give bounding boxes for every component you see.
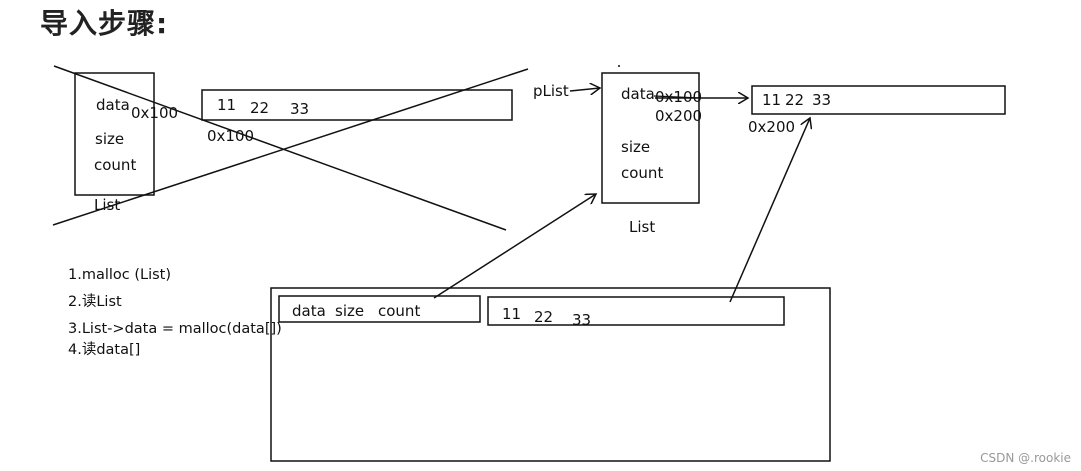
right-old-addr: 0x100	[655, 88, 703, 106]
file-values-box	[487, 296, 785, 326]
page-title: 导入步骤:	[40, 7, 169, 40]
left-struct-box	[74, 72, 155, 196]
pList-label: pList	[533, 82, 569, 100]
right-array-box	[751, 85, 1006, 115]
file-header-size: size	[335, 302, 365, 320]
watermark: CSDN @.rookie	[980, 451, 1071, 465]
file-value: 11	[502, 305, 522, 323]
right-struct-label: List	[629, 218, 656, 236]
step-item: 4.读data[]	[68, 342, 141, 358]
pList-arrow	[569, 88, 600, 91]
left-field-size: size	[95, 130, 125, 148]
left-array-value: 11	[217, 96, 237, 114]
dot-mark	[618, 65, 620, 67]
step-item: 2.读List	[68, 294, 122, 310]
left-field-data: data	[96, 96, 130, 114]
values-to-array-arrow	[729, 118, 810, 303]
right-field-count: count	[621, 164, 664, 182]
left-array-value: 33	[290, 100, 310, 118]
file-value: 33	[572, 311, 592, 329]
right-field-data: data	[621, 85, 655, 103]
right-new-addr: 0x200	[655, 107, 703, 125]
right-field-size: size	[621, 138, 651, 156]
left-struct-label: List	[94, 196, 121, 214]
left-field-count: count	[94, 156, 137, 174]
right-array-value: 33	[812, 91, 832, 109]
file-header-data: data	[292, 302, 326, 320]
file-header-count: count	[378, 302, 421, 320]
right-array-value: 11	[762, 91, 782, 109]
left-array-addr: 0x100	[207, 127, 255, 145]
strike-old-addr	[653, 95, 701, 99]
right-array-value: 22	[785, 91, 805, 109]
file-value: 22	[534, 308, 554, 326]
step-item: 3.List->data = malloc(data[])	[68, 321, 282, 337]
file-header-box	[278, 295, 481, 323]
right-array-addr: 0x200	[748, 118, 796, 136]
cross-line-b	[52, 68, 529, 226]
file-box	[270, 287, 831, 462]
step-item: 1.malloc (List)	[68, 267, 172, 283]
left-array-box	[201, 89, 513, 121]
cross-line-a	[53, 65, 507, 231]
right-struct-box	[601, 72, 700, 204]
left-data-addr: 0x100	[131, 104, 179, 122]
header-to-struct-arrow	[433, 194, 596, 299]
left-array-value: 22	[250, 99, 270, 117]
